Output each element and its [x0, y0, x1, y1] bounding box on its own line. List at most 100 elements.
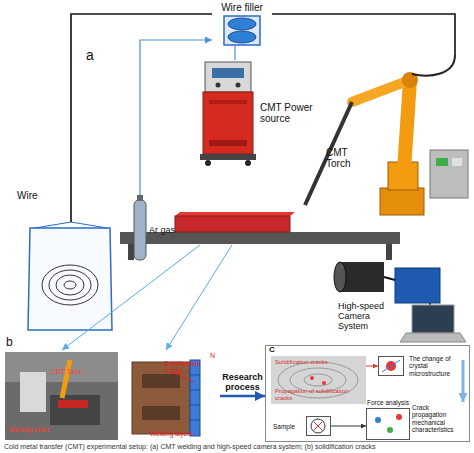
process-arrow — [462, 360, 465, 402]
power-source — [200, 62, 256, 166]
camera-system — [395, 268, 440, 303]
analysis-icon — [375, 417, 381, 423]
microstructure-box: The change of crystal microstructure — [378, 356, 404, 376]
photo-panel: CMT TorchWelding robot — [5, 352, 118, 440]
wire-spool — [28, 222, 112, 330]
welding-robot — [412, 55, 455, 76]
node-label: CMT Torch — [326, 147, 366, 169]
power-source — [200, 154, 256, 160]
analysis-icon — [311, 360, 402, 433]
sample-drawing — [190, 375, 200, 376]
node-label: The change of crystal microstructure — [409, 355, 461, 377]
gas-cylinder — [137, 195, 143, 201]
process-arrow — [463, 360, 464, 402]
power-source — [212, 68, 244, 78]
edge-label: Research process — [218, 372, 268, 392]
node-label: High-speed Camera System — [338, 301, 396, 331]
analysis-icon — [311, 419, 325, 433]
power-source — [216, 83, 221, 88]
camera-system — [334, 262, 346, 292]
analysis-icon — [382, 360, 400, 372]
node-label: Wire filler — [212, 2, 272, 13]
leader-line — [166, 245, 232, 350]
wire-filler-device — [224, 16, 260, 45]
camera-system — [340, 262, 384, 292]
annotation: Crack propagation mechanical characteris… — [412, 404, 458, 433]
connector — [220, 395, 265, 398]
welding-robot — [452, 158, 462, 166]
connector — [140, 40, 212, 195]
power-source — [245, 160, 251, 166]
sample-box: Sample — [306, 416, 331, 436]
setup-photo — [58, 400, 88, 408]
welding-robot — [352, 80, 410, 102]
sample-drawing — [190, 420, 200, 421]
setup-photo — [62, 360, 70, 398]
analysis-icon — [387, 427, 393, 433]
work-table — [175, 212, 295, 216]
crack-photo — [310, 376, 314, 380]
wire-spool — [64, 281, 76, 289]
sample-drawing — [190, 360, 200, 436]
power-source — [205, 62, 251, 92]
work-table — [120, 212, 400, 260]
connector — [234, 46, 235, 60]
sample-drawing — [142, 374, 180, 388]
sample-drawing — [190, 405, 200, 406]
node-label: Ar gas — [149, 225, 175, 235]
connector — [71, 14, 212, 222]
power-source-box: CMT Power source — [198, 60, 258, 165]
work-table — [386, 244, 392, 260]
connector — [331, 426, 366, 427]
leader-line — [62, 245, 232, 350]
device-box: Wire filler — [212, 2, 272, 46]
camera-system — [412, 305, 454, 333]
gas-cylinder — [134, 195, 146, 260]
welding-robot — [436, 158, 448, 166]
wire-filler-device — [228, 31, 256, 43]
node-label: Sample — [273, 423, 295, 430]
power-source — [236, 83, 241, 88]
setup-photo — [5, 352, 118, 440]
leader-line — [62, 245, 200, 350]
robot-box: CMT Torch — [290, 55, 470, 215]
node-label: Solidification cracks — [164, 360, 218, 375]
node-label: C — [269, 346, 275, 355]
welding-robot — [305, 55, 468, 215]
force-box: Force analysis — [366, 408, 410, 440]
figure-caption: Cold metal transfer (CMT) experimental s… — [4, 443, 375, 451]
wire-spool-box: Wire — [25, 222, 117, 330]
power-source — [209, 100, 247, 104]
crack-photo — [271, 356, 366, 404]
node-label: Welding robot — [9, 426, 49, 433]
panel-letter: a — [86, 48, 94, 64]
camera-box: High-speed Camera System — [330, 255, 470, 350]
connector — [272, 14, 455, 55]
wire-filler-device — [228, 18, 256, 30]
camera-system — [400, 333, 466, 342]
node-label: CMT Torch — [51, 368, 83, 375]
setup-photo — [5, 352, 118, 440]
analysis-icon — [396, 414, 402, 420]
power-source — [203, 92, 253, 154]
gas-cylinder — [134, 200, 146, 260]
work-table — [175, 216, 290, 232]
wire-spool — [42, 265, 98, 305]
connector — [366, 366, 378, 367]
setup-photo — [50, 395, 100, 425]
node-label: Force analysis — [367, 399, 409, 406]
panel-letter: b — [6, 336, 13, 349]
work-table — [128, 244, 134, 260]
crack-photo — [271, 356, 366, 404]
node-label: N — [210, 352, 215, 360]
welding-robot — [430, 150, 468, 198]
gas-cylinder-box: Ar gas — [133, 195, 147, 260]
wire-spool — [49, 270, 91, 300]
setup-photo — [20, 372, 46, 412]
node-label: Welding layers — [150, 430, 193, 437]
sample-drawing-box: Solidification cracksN Welding layers — [120, 352, 220, 440]
node-label: Wire — [17, 190, 38, 201]
wire-spool — [28, 228, 112, 330]
welding-robot — [380, 188, 424, 215]
